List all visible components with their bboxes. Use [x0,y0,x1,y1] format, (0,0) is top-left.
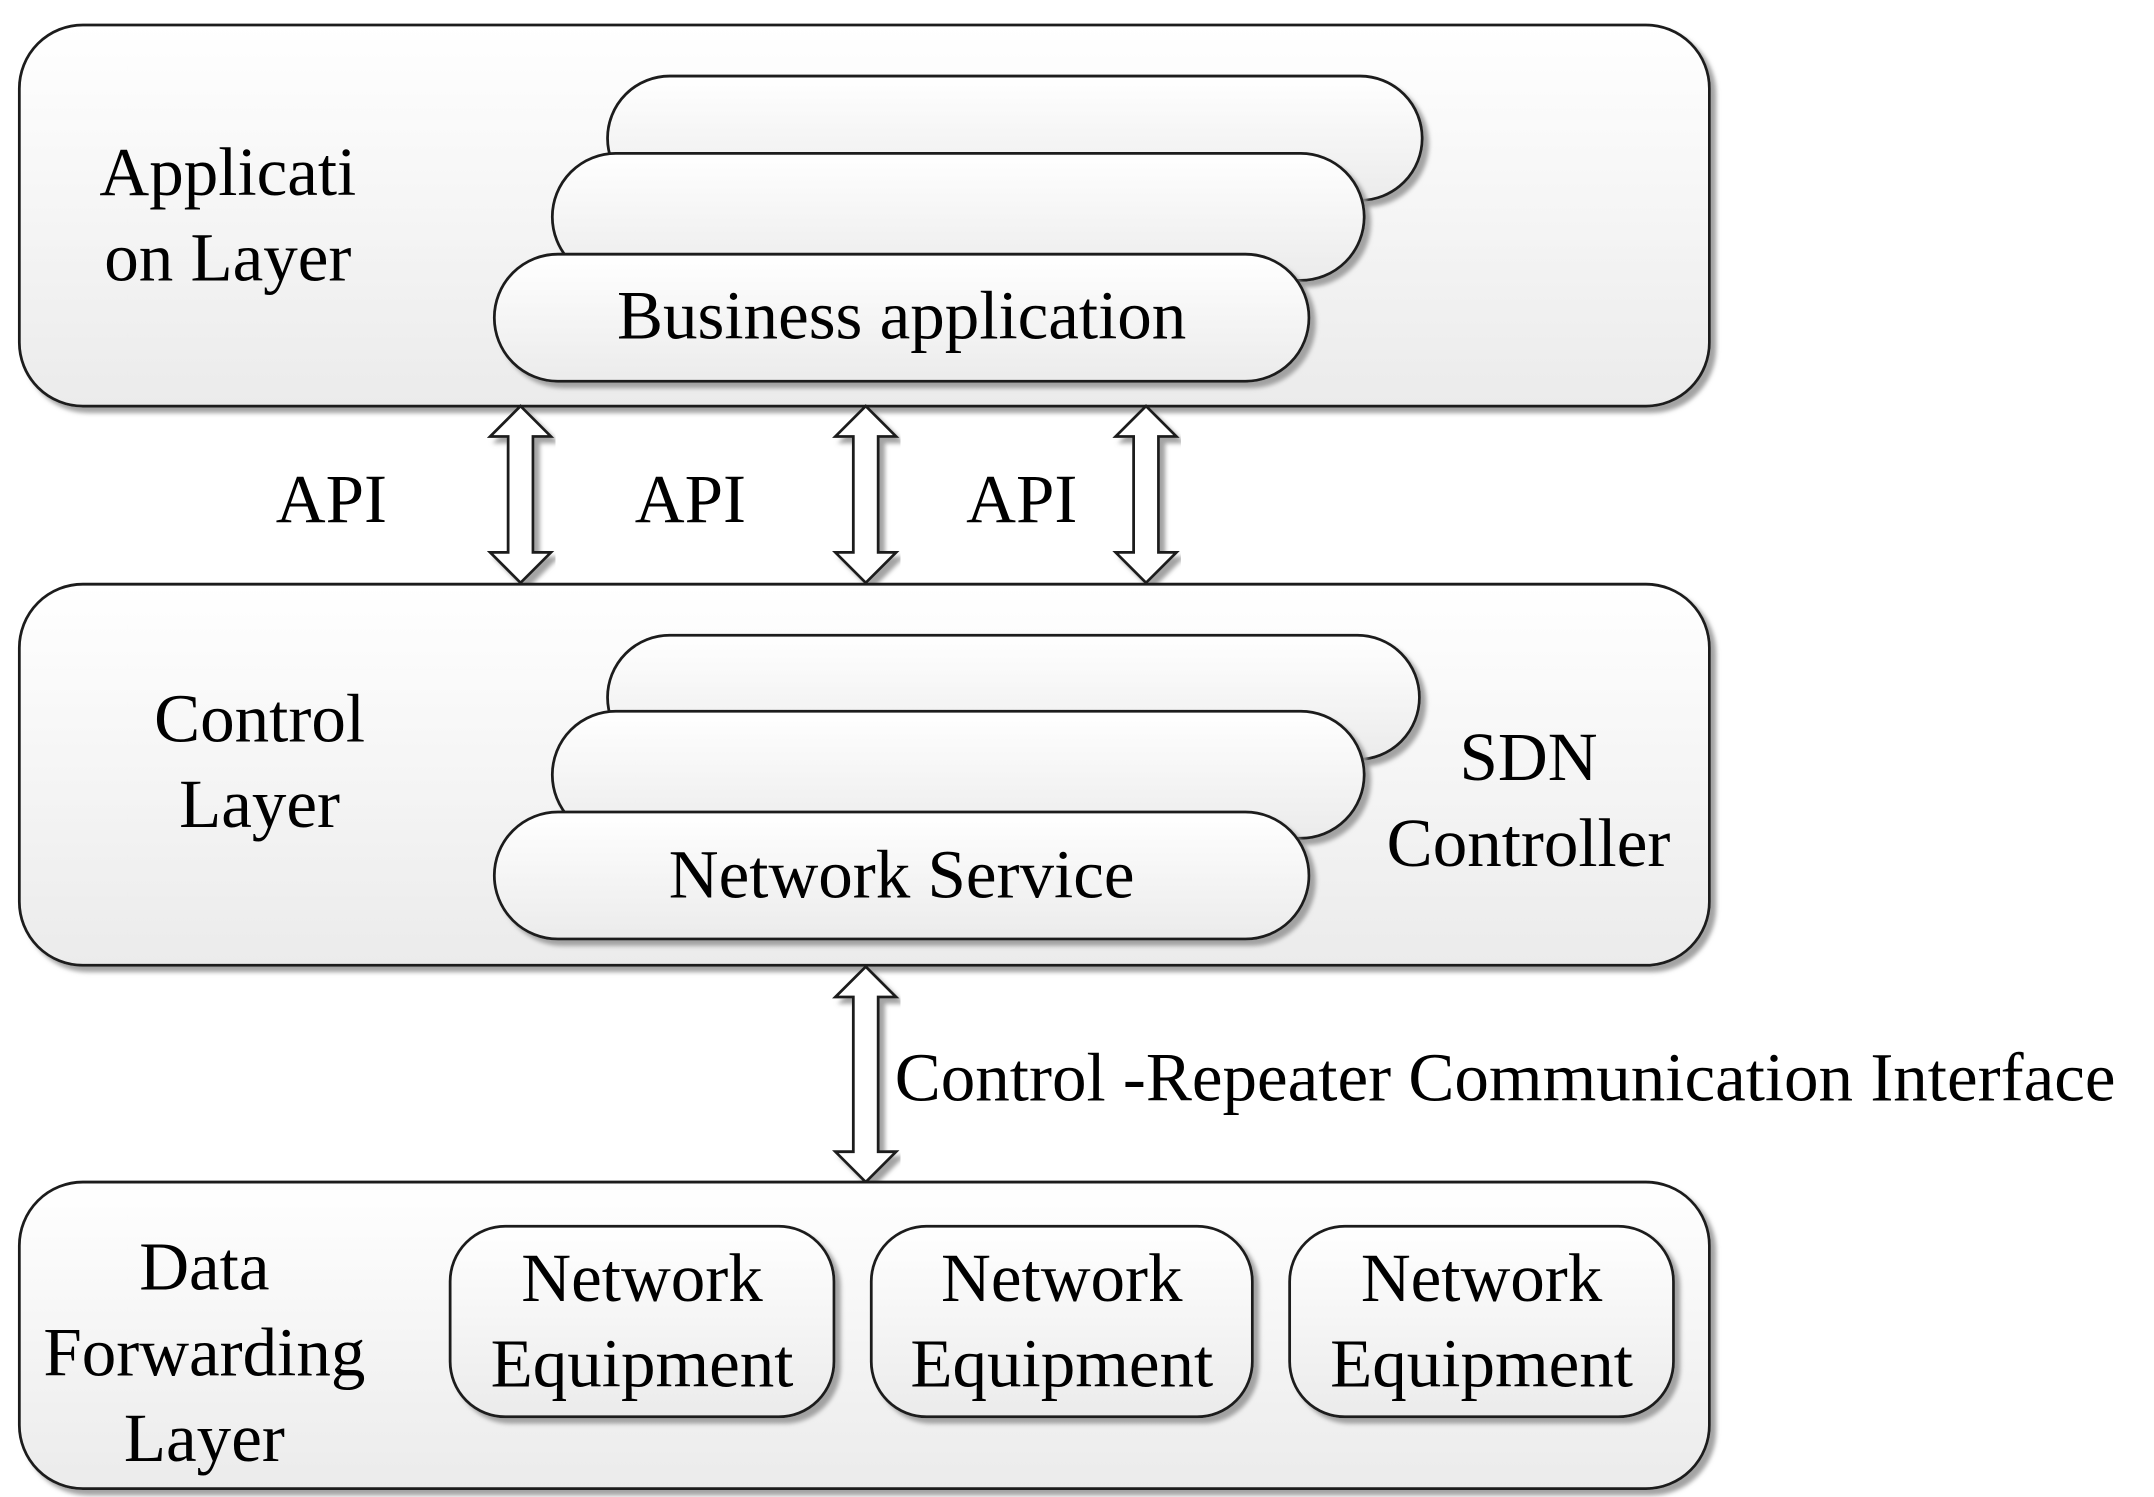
control-layer: Control Layer Network Service SDN Contro… [17,582,1711,967]
network-service-label: Network Service [669,836,1135,913]
network-equipment-2: Network Equipment [869,1224,1254,1419]
data-layer-label-line-1: Data [139,1228,269,1305]
interface-label: Control -Repeater Communication Interfac… [895,1039,2116,1116]
data-forwarding-layer: Data Forwarding Layer Network Equipment … [17,1180,1711,1490]
network-equipment-box [448,1224,836,1419]
business-application-pill-front [492,252,1311,383]
api-connectors: API API API [276,404,1180,585]
api-label-3: API [966,460,1077,537]
double-arrow-api-3 [1112,404,1180,585]
application-layer: Applicati on Layer Business application [17,23,1711,408]
api-label-1: API [276,460,387,537]
network-equipment-label-line-2: Equipment [1330,1324,1633,1401]
network-equipment-box [869,1224,1254,1419]
control-layer-label-line-1: Control [154,680,365,757]
business-application-label: Business application [617,276,1186,353]
data-layer-label-line-3: Layer [124,1399,285,1476]
network-equipment-1: Network Equipment [448,1224,836,1419]
network-equipment-label-line-1: Network [521,1239,763,1316]
data-forwarding-layer-box [17,1180,1711,1490]
application-layer-label-line-1: Applicati [99,133,356,210]
application-layer-label-line-2: on Layer [104,218,351,295]
control-repeater-interface: Control -Repeater Communication Interfac… [832,964,2116,1185]
data-layer-label-line-2: Forwarding [43,1313,365,1390]
sdn-controller-label-line-1: SDN [1459,718,1597,795]
network-equipment-label-line-1: Network [1361,1239,1603,1316]
double-arrow-api-1 [486,404,555,585]
network-equipment-3: Network Equipment [1288,1224,1675,1419]
api-label-2: API [635,460,746,537]
double-arrow-api-2 [832,404,900,585]
network-equipment-label-line-1: Network [941,1239,1183,1316]
sdn-controller-label-line-2: Controller [1387,804,1671,881]
network-service-pill-front [492,810,1311,941]
network-equipment-box [1288,1224,1675,1419]
network-equipment-label-line-2: Equipment [910,1324,1213,1401]
double-arrow-interface [832,964,900,1185]
control-layer-label-line-2: Layer [179,765,340,842]
network-equipment-label-line-2: Equipment [491,1324,794,1401]
